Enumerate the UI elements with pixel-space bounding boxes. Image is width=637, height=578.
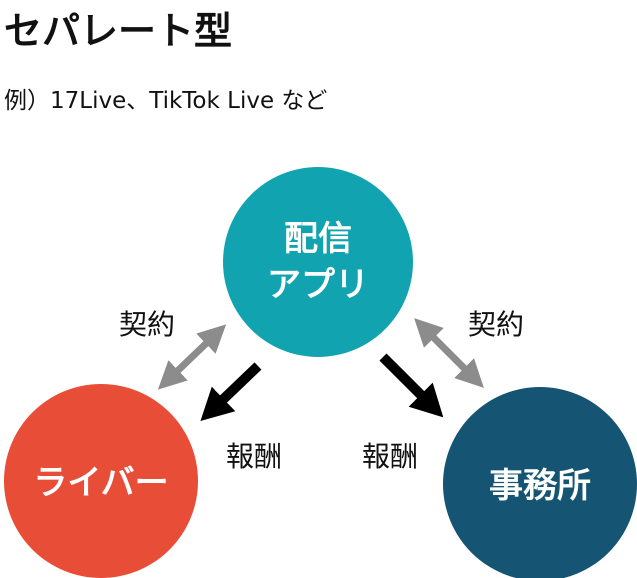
- reward-arrow-right: [379, 353, 444, 418]
- reward-label-left: 報酬: [226, 440, 282, 473]
- contract-arrow-left: [157, 324, 227, 390]
- liver-label: ライバー: [33, 463, 168, 503]
- contract-label-right: 契約: [468, 308, 524, 341]
- agency-node: [443, 387, 637, 578]
- liver-node: [4, 384, 198, 578]
- agency-label: 事務所: [489, 466, 591, 506]
- subtitle: 例）17Live、TikTok Live など: [4, 88, 327, 114]
- contract-label-left: 契約: [119, 308, 175, 341]
- app-node: [223, 167, 413, 357]
- app-label-line1: 配信: [284, 219, 352, 259]
- reward-arrow-left: [200, 362, 262, 422]
- contract-arrow-right: [414, 318, 484, 388]
- reward-label-right: 報酬: [362, 440, 418, 473]
- app-label-line2: アプリ: [267, 265, 369, 305]
- page-title: セパレート型: [4, 9, 232, 53]
